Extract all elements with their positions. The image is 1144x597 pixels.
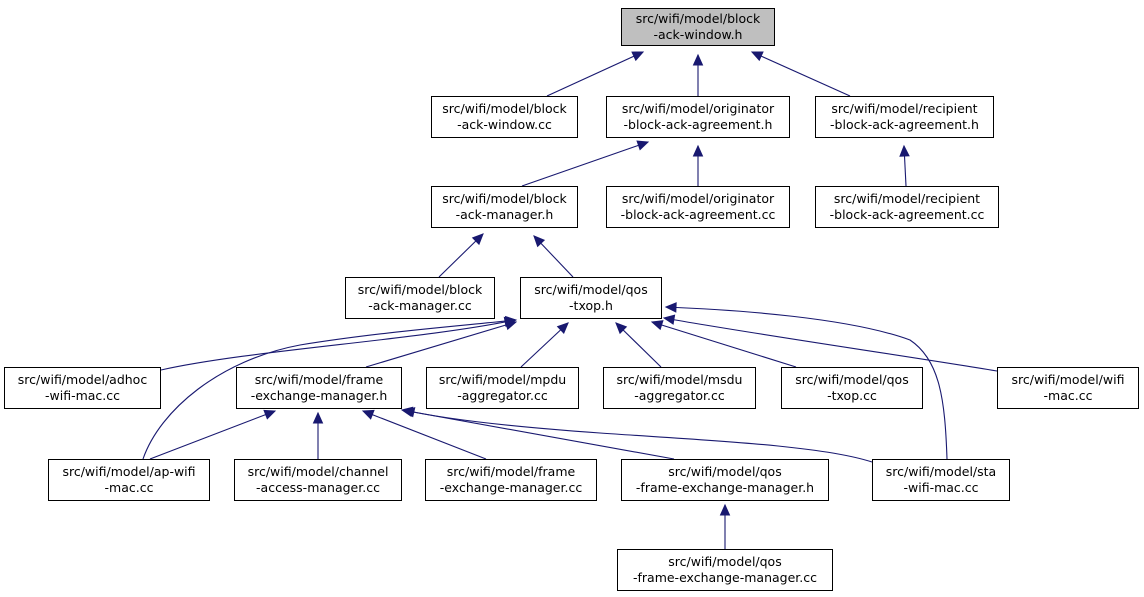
node-label-line-1: src/wifi/model/channel: [247, 464, 389, 479]
node-label-line-1: src/wifi/model/wifi: [1011, 372, 1125, 387]
node-label-line-1: src/wifi/model/recipient: [833, 191, 981, 206]
node-label-line-2: -aggregator.cc: [634, 388, 725, 403]
arrowhead-n19-to-n8: [664, 302, 677, 313]
node-label-line-2: -mac.cc: [1043, 388, 1093, 403]
node-label-line-2: -ack-manager.cc: [368, 298, 472, 313]
node-recipient-block-ack-agreement-h[interactable]: src/wifi/model/recipient -block-ack-agre…: [815, 96, 994, 138]
node-label-line-2: -ack-manager.h: [455, 207, 554, 222]
arrowhead-n14-to-n8: [662, 314, 676, 325]
node-label-line-2: -frame-exchange-manager.cc: [632, 570, 817, 585]
node-label-line-2: -block-ack-agreement.cc: [620, 207, 776, 222]
node-label-line-1: src/wifi/model/recipient: [831, 101, 978, 116]
node-label-line-1: src/wifi/model/qos: [668, 554, 782, 569]
edge-n19-to-n10: [403, 409, 873, 463]
arrowhead-n5-to-n2: [692, 144, 704, 157]
node-qos-frame-exchange-manager-h[interactable]: src/wifi/model/qos -frame-exchange-manag…: [621, 459, 829, 501]
node-label-line-1: src/wifi/model/originator: [621, 101, 775, 116]
arrowhead-n6-to-n3: [899, 144, 910, 157]
node-label-line-2: -block-ack-agreement.h: [623, 117, 773, 132]
node-msdu-aggregator-cc[interactable]: src/wifi/model/msdu -aggregator.cc: [603, 367, 756, 409]
node-label-line-1: src/wifi/model/qos: [534, 282, 648, 297]
node-block-ack-manager-cc[interactable]: src/wifi/model/block -ack-manager.cc: [345, 277, 495, 319]
node-label-line-2: -wifi-mac.cc: [44, 388, 121, 403]
arrowhead-n11-to-n8: [556, 322, 569, 335]
node-label-line-2: -frame-exchange-manager.h: [635, 480, 815, 495]
node-label-line-2: -exchange-manager.h: [250, 388, 388, 403]
arrowhead-n1-to-n0: [631, 51, 645, 62]
edge-n1-to-n0: [546, 51, 644, 97]
edge-n19-to-n8: [665, 306, 948, 460]
node-label-line-1: src/wifi/model/sta: [885, 464, 997, 479]
node-label-line-1: src/wifi/model/mpdu: [438, 372, 567, 387]
edge-n14-to-n8: [663, 317, 998, 372]
arrowhead-n15-to-n10: [263, 409, 277, 420]
node-label-line-1: src/wifi/model/ap-wifi: [62, 464, 196, 479]
edge-n15-to-n8: [142, 319, 517, 460]
arrowhead-n16-to-n10: [312, 411, 324, 424]
node-frame-exchange-manager-h[interactable]: src/wifi/model/frame -exchange-manager.h: [236, 367, 402, 409]
node-qos-frame-exchange-manager-cc[interactable]: src/wifi/model/qos -frame-exchange-manag…: [617, 549, 833, 591]
node-adhoc-wifi-mac-cc[interactable]: src/wifi/model/adhoc -wifi-mac.cc: [4, 367, 161, 409]
node-label-line-1: src/wifi/model/frame: [254, 372, 384, 387]
arrowhead-n8-to-n4: [533, 235, 546, 248]
node-label-line-2: -mac.cc: [104, 480, 154, 495]
node-label-line-1: src/wifi/model/block: [357, 282, 483, 297]
node-label-line-1: src/wifi/model/msdu: [616, 372, 743, 387]
edge-n13-to-n8: [651, 321, 797, 368]
node-label-line-2: -block-ack-agreement.h: [830, 117, 979, 132]
arrowhead-n4-to-n2: [636, 140, 650, 151]
node-mpdu-aggregator-cc[interactable]: src/wifi/model/mpdu -aggregator.cc: [426, 367, 579, 409]
node-label-line-2: -exchange-manager.cc: [439, 480, 583, 495]
node-block-ack-manager-h[interactable]: src/wifi/model/block -ack-manager.h: [431, 186, 578, 228]
arrowhead-n17-to-n10: [361, 409, 375, 420]
node-sta-wifi-mac-cc[interactable]: src/wifi/model/sta -wifi-mac.cc: [872, 459, 1010, 501]
node-label-line-1: src/wifi/model/qos: [795, 372, 909, 387]
node-label-line-1: src/wifi/model/block: [635, 11, 761, 26]
arrowhead-n2-to-n0: [692, 53, 704, 66]
node-ap-wifi-mac-cc[interactable]: src/wifi/model/ap-wifi -mac.cc: [48, 459, 210, 501]
node-wifi-mac-cc[interactable]: src/wifi/model/wifi -mac.cc: [997, 367, 1139, 409]
edge-n10-to-n8: [365, 321, 517, 368]
node-originator-block-ack-agreement-cc[interactable]: src/wifi/model/originator -block-ack-agr…: [606, 186, 790, 228]
node-label-line-1: src/wifi/model/originator: [621, 191, 775, 206]
arrowhead-n19-to-n10: [402, 407, 416, 418]
edge-n11-to-n8: [520, 322, 569, 368]
node-label-line-2: -block-ack-agreement.cc: [829, 207, 985, 222]
node-channel-access-manager-cc[interactable]: src/wifi/model/channel -access-manager.c…: [234, 459, 402, 501]
arrowhead-n3-to-n0: [750, 51, 764, 62]
node-qos-txop-cc[interactable]: src/wifi/model/qos -txop.cc: [781, 367, 923, 409]
node-label-line-1: src/wifi/model/block: [442, 191, 567, 206]
node-label-line-1: src/wifi/model/frame: [446, 464, 576, 479]
edge-n9-to-n8: [160, 319, 516, 371]
node-block-ack-window-h: src/wifi/model/block -ack-window.h: [621, 8, 775, 46]
node-label-line-2: -ack-window.h: [653, 27, 743, 42]
arrowhead-n20-to-n18: [719, 503, 731, 516]
arrowhead-n15-to-n8: [504, 315, 518, 327]
arrowhead-n7-to-n4: [471, 233, 484, 246]
node-originator-block-ack-agreement-h[interactable]: src/wifi/model/originator -block-ack-agr…: [606, 96, 790, 138]
arrowhead-n12-to-n8: [615, 322, 628, 335]
node-label-line-1: src/wifi/model/adhoc: [17, 372, 148, 387]
node-block-ack-window-cc[interactable]: src/wifi/model/block -ack-window.cc: [431, 96, 578, 138]
arrowhead-n13-to-n8: [650, 320, 664, 331]
node-recipient-block-ack-agreement-cc[interactable]: src/wifi/model/recipient -block-ack-agre…: [815, 186, 999, 228]
node-label-line-1: src/wifi/model/qos: [668, 464, 782, 479]
edge-n3-to-n0: [751, 51, 851, 97]
node-frame-exchange-manager-cc[interactable]: src/wifi/model/frame -exchange-manager.c…: [425, 459, 597, 501]
node-qos-txop-h[interactable]: src/wifi/model/qos -txop.h: [520, 277, 662, 319]
node-label-line-2: -ack-window.cc: [457, 117, 552, 132]
edge-n17-to-n10: [362, 410, 487, 460]
node-label-line-1: src/wifi/model/block: [442, 101, 567, 116]
node-label-line-2: -aggregator.cc: [457, 388, 548, 403]
edge-n15-to-n10: [149, 410, 276, 460]
node-label-line-2: -txop.h: [569, 298, 613, 313]
node-label-line-2: -wifi-mac.cc: [903, 480, 979, 495]
node-label-line-2: -txop.cc: [827, 388, 877, 403]
node-label-line-2: -access-manager.cc: [256, 480, 380, 495]
edge-n4-to-n2: [521, 141, 649, 187]
